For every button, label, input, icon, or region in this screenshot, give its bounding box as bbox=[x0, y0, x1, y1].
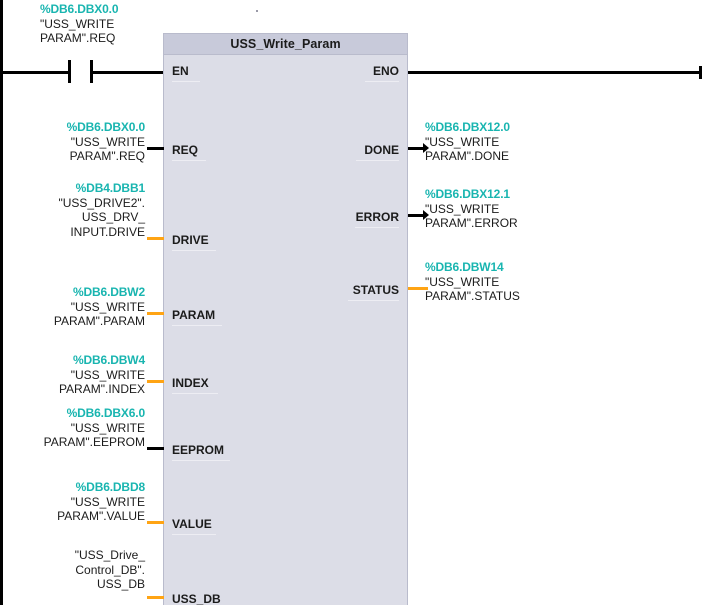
operand-param-address: %DB6.DBW2 bbox=[73, 285, 145, 299]
pin-underline-index bbox=[172, 393, 218, 394]
operand-index-symbol-line-1: "USS_WRITE bbox=[70, 367, 145, 382]
pin-underline-status bbox=[348, 300, 399, 301]
wire-done bbox=[408, 147, 425, 150]
wire-index bbox=[147, 380, 164, 383]
wire-param bbox=[147, 312, 164, 315]
power-rail bbox=[0, 0, 3, 605]
pin-label-index[interactable]: INDEX bbox=[172, 376, 209, 390]
pin-label-error[interactable]: ERROR bbox=[355, 210, 399, 224]
wire-error-arrow bbox=[423, 210, 429, 220]
operand-done-address: %DB6.DBX12.0 bbox=[425, 120, 510, 134]
pin-label-value[interactable]: VALUE bbox=[172, 517, 212, 531]
contact-operand-symbol-line-2: PARAM".REQ bbox=[40, 31, 116, 45]
pin-label-en[interactable]: EN bbox=[172, 64, 189, 78]
rung-wire-contact-to-en bbox=[90, 71, 164, 74]
operand-param-symbol-line-1: "USS_WRITE bbox=[70, 299, 145, 314]
pin-underline-error bbox=[355, 227, 399, 228]
operand-index-address: %DB6.DBW4 bbox=[73, 353, 145, 367]
contact-operand-label: %DB6.DBX0.0 "USS_WRITE PARAM".REQ bbox=[40, 2, 170, 46]
operand-uss-db-symbol-line-1: "USS_Drive_ bbox=[74, 548, 145, 562]
operand-done-symbol-line-2: PARAM".DONE bbox=[425, 149, 510, 163]
function-block-title: USS_Write_Param bbox=[230, 37, 341, 51]
pin-underline-drive bbox=[172, 250, 216, 251]
function-block-uss-write-param[interactable]: USS_Write_Param EN REQ DRIVE PARAM INDEX… bbox=[163, 33, 408, 606]
operand-done-symbol-line-1: "USS_WRITE bbox=[425, 134, 500, 149]
pin-label-drive[interactable]: DRIVE bbox=[172, 233, 209, 247]
wire-done-arrow bbox=[423, 143, 429, 153]
operand-status-symbol-line-2: PARAM".STATUS bbox=[425, 289, 520, 303]
pin-underline-param bbox=[172, 325, 222, 326]
wire-uss-db bbox=[147, 596, 164, 599]
operand-eeprom-address: %DB6.DBX6.0 bbox=[66, 406, 146, 420]
contact-bar-left bbox=[68, 60, 71, 83]
rung-wire-rail-to-contact bbox=[2, 71, 68, 74]
operand-drive: %DB4.DBB1 "USS_DRIVE2". USS_DRV_ INPUT.D… bbox=[14, 181, 145, 239]
wire-error bbox=[408, 214, 425, 217]
wire-drive bbox=[147, 237, 164, 240]
operand-value-symbol-line-2: PARAM".VALUE bbox=[57, 509, 145, 523]
wire-status bbox=[408, 287, 428, 290]
pin-underline-value bbox=[172, 534, 216, 535]
operand-eeprom: %DB6.DBX6.0 "USS_WRITE PARAM".EEPROM bbox=[14, 406, 146, 450]
operand-drive-symbol-line-3: INPUT.DRIVE bbox=[70, 224, 145, 239]
operand-status-symbol-line-1: "USS_WRITE bbox=[425, 274, 500, 289]
operand-eeprom-symbol-line-2: PARAM".EEPROM bbox=[43, 435, 145, 449]
pin-label-eno[interactable]: ENO bbox=[372, 64, 399, 78]
operand-param: %DB6.DBW2 "USS_WRITE PARAM".PARAM bbox=[18, 285, 145, 329]
operand-status: %DB6.DBW14 "USS_WRITE PARAM".STATUS bbox=[425, 260, 575, 304]
operand-error-symbol-line-2: PARAM".ERROR bbox=[425, 216, 518, 230]
contact-operand-symbol-line-1: "USS_WRITE bbox=[40, 16, 115, 31]
operand-index: %DB6.DBW4 "USS_WRITE PARAM".INDEX bbox=[18, 353, 145, 397]
wire-req bbox=[147, 147, 164, 150]
pin-underline-done bbox=[356, 160, 399, 161]
operand-uss-db: "USS_Drive_ Control_DB". USS_DB bbox=[18, 548, 145, 592]
operand-drive-symbol-line-1: "USS_DRIVE2". bbox=[58, 195, 145, 210]
operand-status-address: %DB6.DBW14 bbox=[425, 260, 504, 274]
rung-terminal-tick bbox=[699, 66, 702, 79]
pin-label-status[interactable]: STATUS bbox=[352, 283, 399, 297]
operand-drive-symbol-line-2: USS_DRV_ bbox=[81, 210, 145, 224]
rung-wire-eno-out bbox=[408, 71, 700, 74]
contact-operand-address: %DB6.DBX0.0 bbox=[40, 2, 119, 16]
operand-uss-db-symbol-line-2: Control_DB". bbox=[75, 562, 145, 577]
pin-underline-eno bbox=[365, 81, 399, 82]
pin-label-uss-db[interactable]: USS_DB bbox=[172, 592, 221, 606]
operand-drive-address: %DB4.DBB1 bbox=[75, 181, 145, 195]
operand-done: %DB6.DBX12.0 "USS_WRITE PARAM".DONE bbox=[425, 120, 565, 164]
pin-label-req[interactable]: REQ bbox=[172, 143, 199, 157]
operand-error-symbol-line-1: "USS_WRITE bbox=[425, 201, 500, 216]
operand-req: %DB6.DBX0.0 "USS_WRITE PARAM".REQ bbox=[20, 120, 146, 164]
operand-error: %DB6.DBX12.1 "USS_WRITE PARAM".ERROR bbox=[425, 187, 565, 231]
wire-value bbox=[147, 521, 164, 524]
operand-uss-db-symbol-line-3: USS_DB bbox=[96, 577, 145, 591]
operand-req-symbol-line-1: "USS_WRITE bbox=[70, 134, 145, 149]
operand-req-address: %DB6.DBX0.0 bbox=[66, 120, 146, 134]
pin-underline-en bbox=[172, 81, 200, 82]
pin-label-param[interactable]: PARAM bbox=[172, 308, 216, 322]
pin-underline-req bbox=[172, 160, 206, 161]
operand-param-symbol-line-2: PARAM".PARAM bbox=[53, 314, 145, 328]
operand-index-symbol-line-2: PARAM".INDEX bbox=[58, 382, 145, 396]
operand-req-symbol-line-2: PARAM".REQ bbox=[69, 149, 145, 163]
operand-value: %DB6.DBD8 "USS_WRITE PARAM".VALUE bbox=[18, 480, 145, 524]
pin-label-done[interactable]: DONE bbox=[364, 143, 399, 157]
operand-error-address: %DB6.DBX12.1 bbox=[425, 187, 510, 201]
operand-value-symbol-line-1: "USS_WRITE bbox=[70, 494, 145, 509]
operand-value-address: %DB6.DBD8 bbox=[75, 480, 145, 494]
wire-eeprom bbox=[147, 447, 164, 450]
pin-label-eeprom[interactable]: EEPROM bbox=[172, 443, 225, 457]
artifact-dot bbox=[256, 10, 258, 12]
function-block-header: USS_Write_Param bbox=[164, 34, 407, 55]
operand-eeprom-symbol-line-1: "USS_WRITE bbox=[70, 420, 145, 435]
pin-underline-eeprom bbox=[172, 460, 230, 461]
